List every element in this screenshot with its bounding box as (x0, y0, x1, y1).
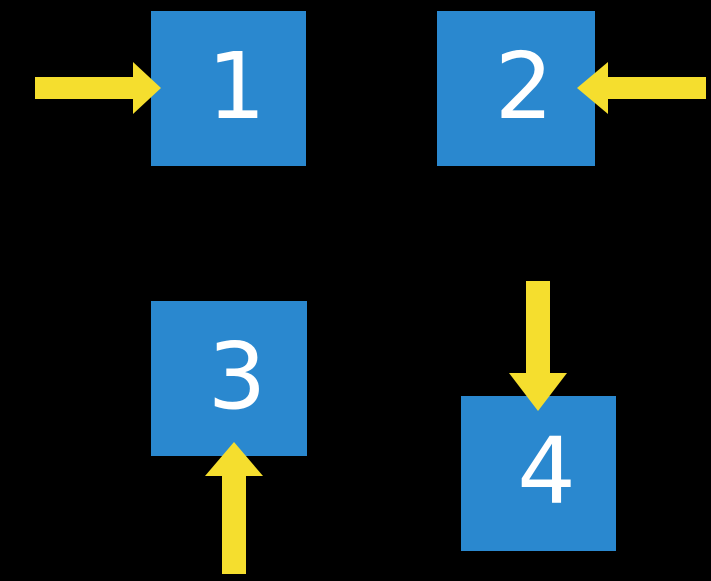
node-label: 2 (494, 32, 554, 140)
arrow-up-icon (205, 442, 263, 574)
diagram-node-2[interactable]: 2 (437, 11, 595, 166)
diagram-node-1[interactable]: 1 (151, 11, 306, 166)
arrow-down-icon (509, 281, 567, 411)
arrow-right-icon (35, 62, 161, 114)
node-label: 1 (207, 32, 266, 140)
node-label: 4 (517, 417, 576, 525)
arrow-left-icon (577, 62, 706, 114)
diagram-node-4[interactable]: 4 (461, 396, 616, 551)
node-label: 3 (207, 322, 267, 430)
diagram-node-3[interactable]: 3 (151, 301, 307, 456)
